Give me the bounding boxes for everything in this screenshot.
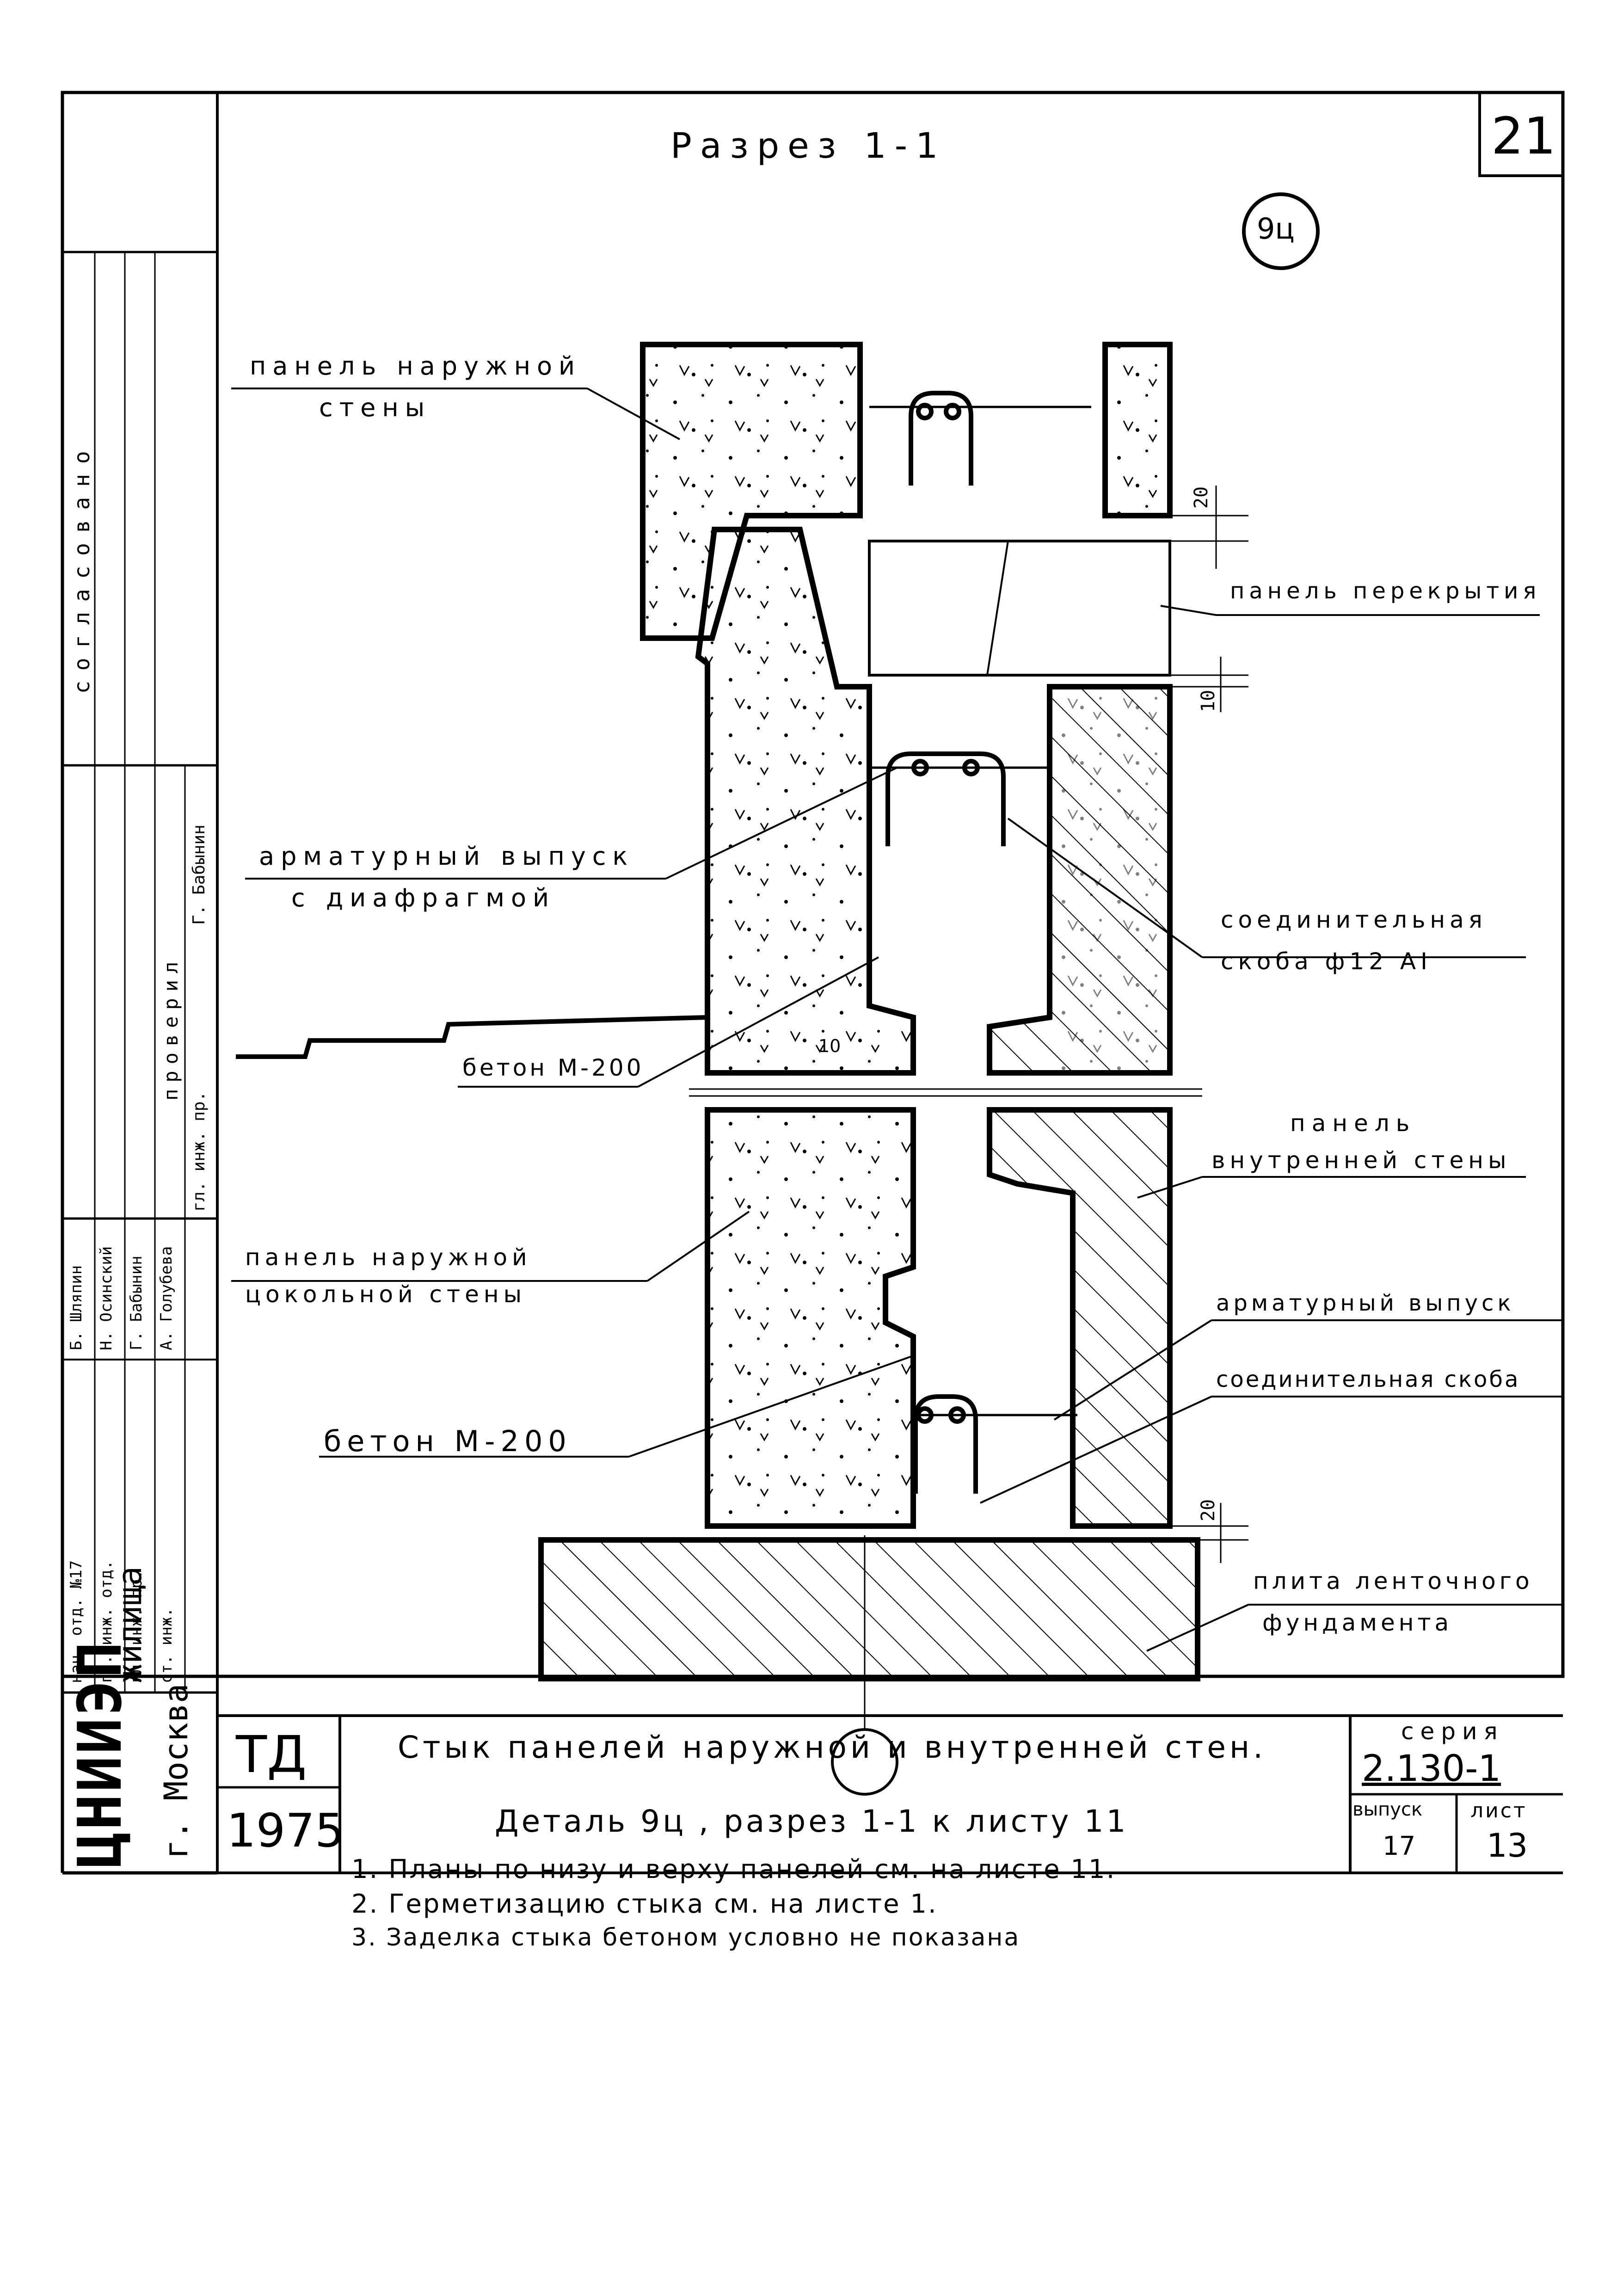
inner-wall-panel bbox=[987, 684, 1173, 1529]
ground-line bbox=[236, 1015, 708, 1059]
floor-panel bbox=[868, 540, 1171, 677]
plinth-panel bbox=[695, 527, 916, 1529]
title-block-code: ТД bbox=[236, 1725, 307, 1784]
label-foundation-2: фундамента bbox=[1262, 1609, 1453, 1636]
approval-agreed: согласовано bbox=[69, 441, 94, 694]
label-bracket-12-2: скоба ф12 АI bbox=[1221, 948, 1432, 975]
label-plinth-panel-2: цокольной стены bbox=[245, 1281, 527, 1308]
title-block-title: Стык панелей наружной и внутренней стен. bbox=[398, 1730, 1267, 1765]
label-inner-panel-1: панель bbox=[1290, 1110, 1416, 1137]
org-sub: жилища bbox=[111, 1566, 149, 1683]
bracket-top bbox=[869, 391, 1091, 486]
dim-joint-gap: 10 bbox=[818, 1036, 841, 1056]
bracket-bottom bbox=[913, 1394, 1077, 1494]
label-bracket-12-1: соединительная bbox=[1221, 906, 1487, 933]
label-concrete-upper: бетон М-200 bbox=[462, 1054, 644, 1081]
detail-mark: 9ц bbox=[1257, 212, 1295, 246]
note-3: 3. Заделка стыка бетоном условно не пока… bbox=[351, 1924, 1021, 1951]
label-foundation-1: плита ленточного bbox=[1253, 1568, 1533, 1594]
approval-name-4: А. Голубева bbox=[157, 1246, 176, 1350]
title-block-subtitle: Деталь 9ц , разрез 1-1 к листу 11 bbox=[495, 1804, 1129, 1839]
org-city: г. Москва bbox=[157, 1683, 195, 1859]
sheet-number: 21 bbox=[1491, 106, 1556, 166]
label-floor-panel: панель перекрытия bbox=[1230, 578, 1541, 604]
label-outer-panel-2: стены bbox=[319, 393, 431, 422]
leader-lines bbox=[231, 388, 1563, 1652]
approval-checked: проверил bbox=[160, 955, 182, 1101]
bracket-middle bbox=[869, 751, 1050, 846]
note-1: 1. Планы по низу и верху панелей см. на … bbox=[351, 1854, 1116, 1884]
label-rebar-release: арматурный выпуск bbox=[1216, 1290, 1515, 1316]
label-bracket: соединительная скоба bbox=[1216, 1367, 1520, 1392]
approval-role-4: ст. инж. bbox=[157, 1607, 176, 1683]
section-title: Разрез 1-1 bbox=[670, 125, 947, 166]
note-2: 2. Герметизацию стыка см. на листе 1. bbox=[351, 1889, 938, 1919]
dimension-marks bbox=[1170, 486, 1248, 1563]
dim-bottom-gap: 20 bbox=[1198, 1499, 1219, 1521]
dim-top-gap: 20 bbox=[1191, 486, 1212, 509]
title-block-sheet-label: лист bbox=[1470, 1799, 1527, 1822]
break-line bbox=[689, 1088, 1202, 1097]
detail-mark-circle bbox=[1242, 192, 1320, 270]
label-concrete-lower: бетон М-200 bbox=[324, 1424, 572, 1458]
title-block-year: 1975 bbox=[227, 1804, 344, 1858]
label-rebar-diaphragm-1: арматурный выпуск bbox=[259, 842, 634, 871]
approval-checked-role: гл. инж. пр. bbox=[190, 1091, 209, 1212]
outer-wall-panel bbox=[640, 342, 863, 641]
approval-checked-name: Г. Бабынин bbox=[190, 825, 209, 925]
approval-name-1: Б. Шляпин bbox=[67, 1265, 86, 1350]
axis-marker-circle bbox=[831, 1728, 898, 1796]
foundation-slab bbox=[538, 1537, 1200, 1681]
label-rebar-diaphragm-2: с диафрагмой bbox=[291, 883, 556, 912]
title-block-grid bbox=[61, 1676, 1563, 1875]
approval-name-3: Г. Бабынин bbox=[127, 1256, 146, 1350]
title-block-series: 2.130-1 bbox=[1362, 1748, 1501, 1790]
title-block-sheet: 13 bbox=[1487, 1827, 1528, 1865]
title-block-series-label: серия bbox=[1401, 1718, 1504, 1745]
label-inner-panel-2: внутренней стены bbox=[1211, 1147, 1511, 1174]
title-block-issue: 17 bbox=[1383, 1831, 1416, 1861]
sheet-number-box bbox=[1478, 91, 1564, 177]
approval-name-2: Н. Осинский bbox=[97, 1246, 116, 1350]
label-plinth-panel-1: панель наружной bbox=[245, 1244, 532, 1271]
title-block-issue-label: выпуск bbox=[1352, 1799, 1423, 1820]
dim-mid-gap: 10 bbox=[1198, 689, 1219, 712]
inner-wall-panel-top bbox=[1102, 342, 1173, 518]
label-outer-panel-1: панель наружной bbox=[250, 351, 582, 381]
